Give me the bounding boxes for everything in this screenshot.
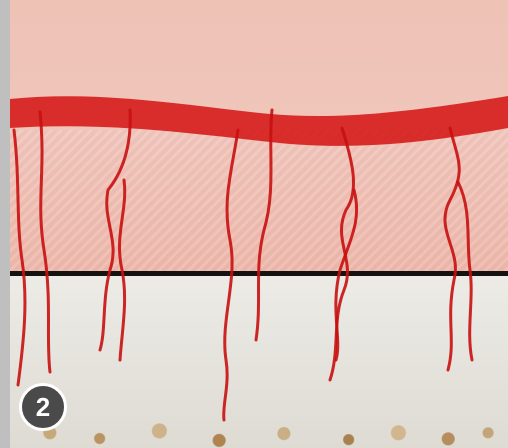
- capillary: [100, 110, 130, 350]
- capillary: [458, 182, 472, 360]
- capillary: [445, 128, 459, 370]
- capillary: [330, 128, 354, 380]
- capillary: [256, 110, 272, 340]
- step-number-label: 2: [36, 392, 50, 423]
- capillary: [119, 180, 124, 360]
- capillary: [224, 130, 238, 420]
- main-vessel-band: [10, 96, 508, 146]
- capillary: [14, 130, 25, 385]
- vessel-overlay: [10, 0, 508, 448]
- step-number-badge: 2: [19, 383, 67, 431]
- capillary: [40, 112, 50, 372]
- illustration-panel: [10, 0, 508, 448]
